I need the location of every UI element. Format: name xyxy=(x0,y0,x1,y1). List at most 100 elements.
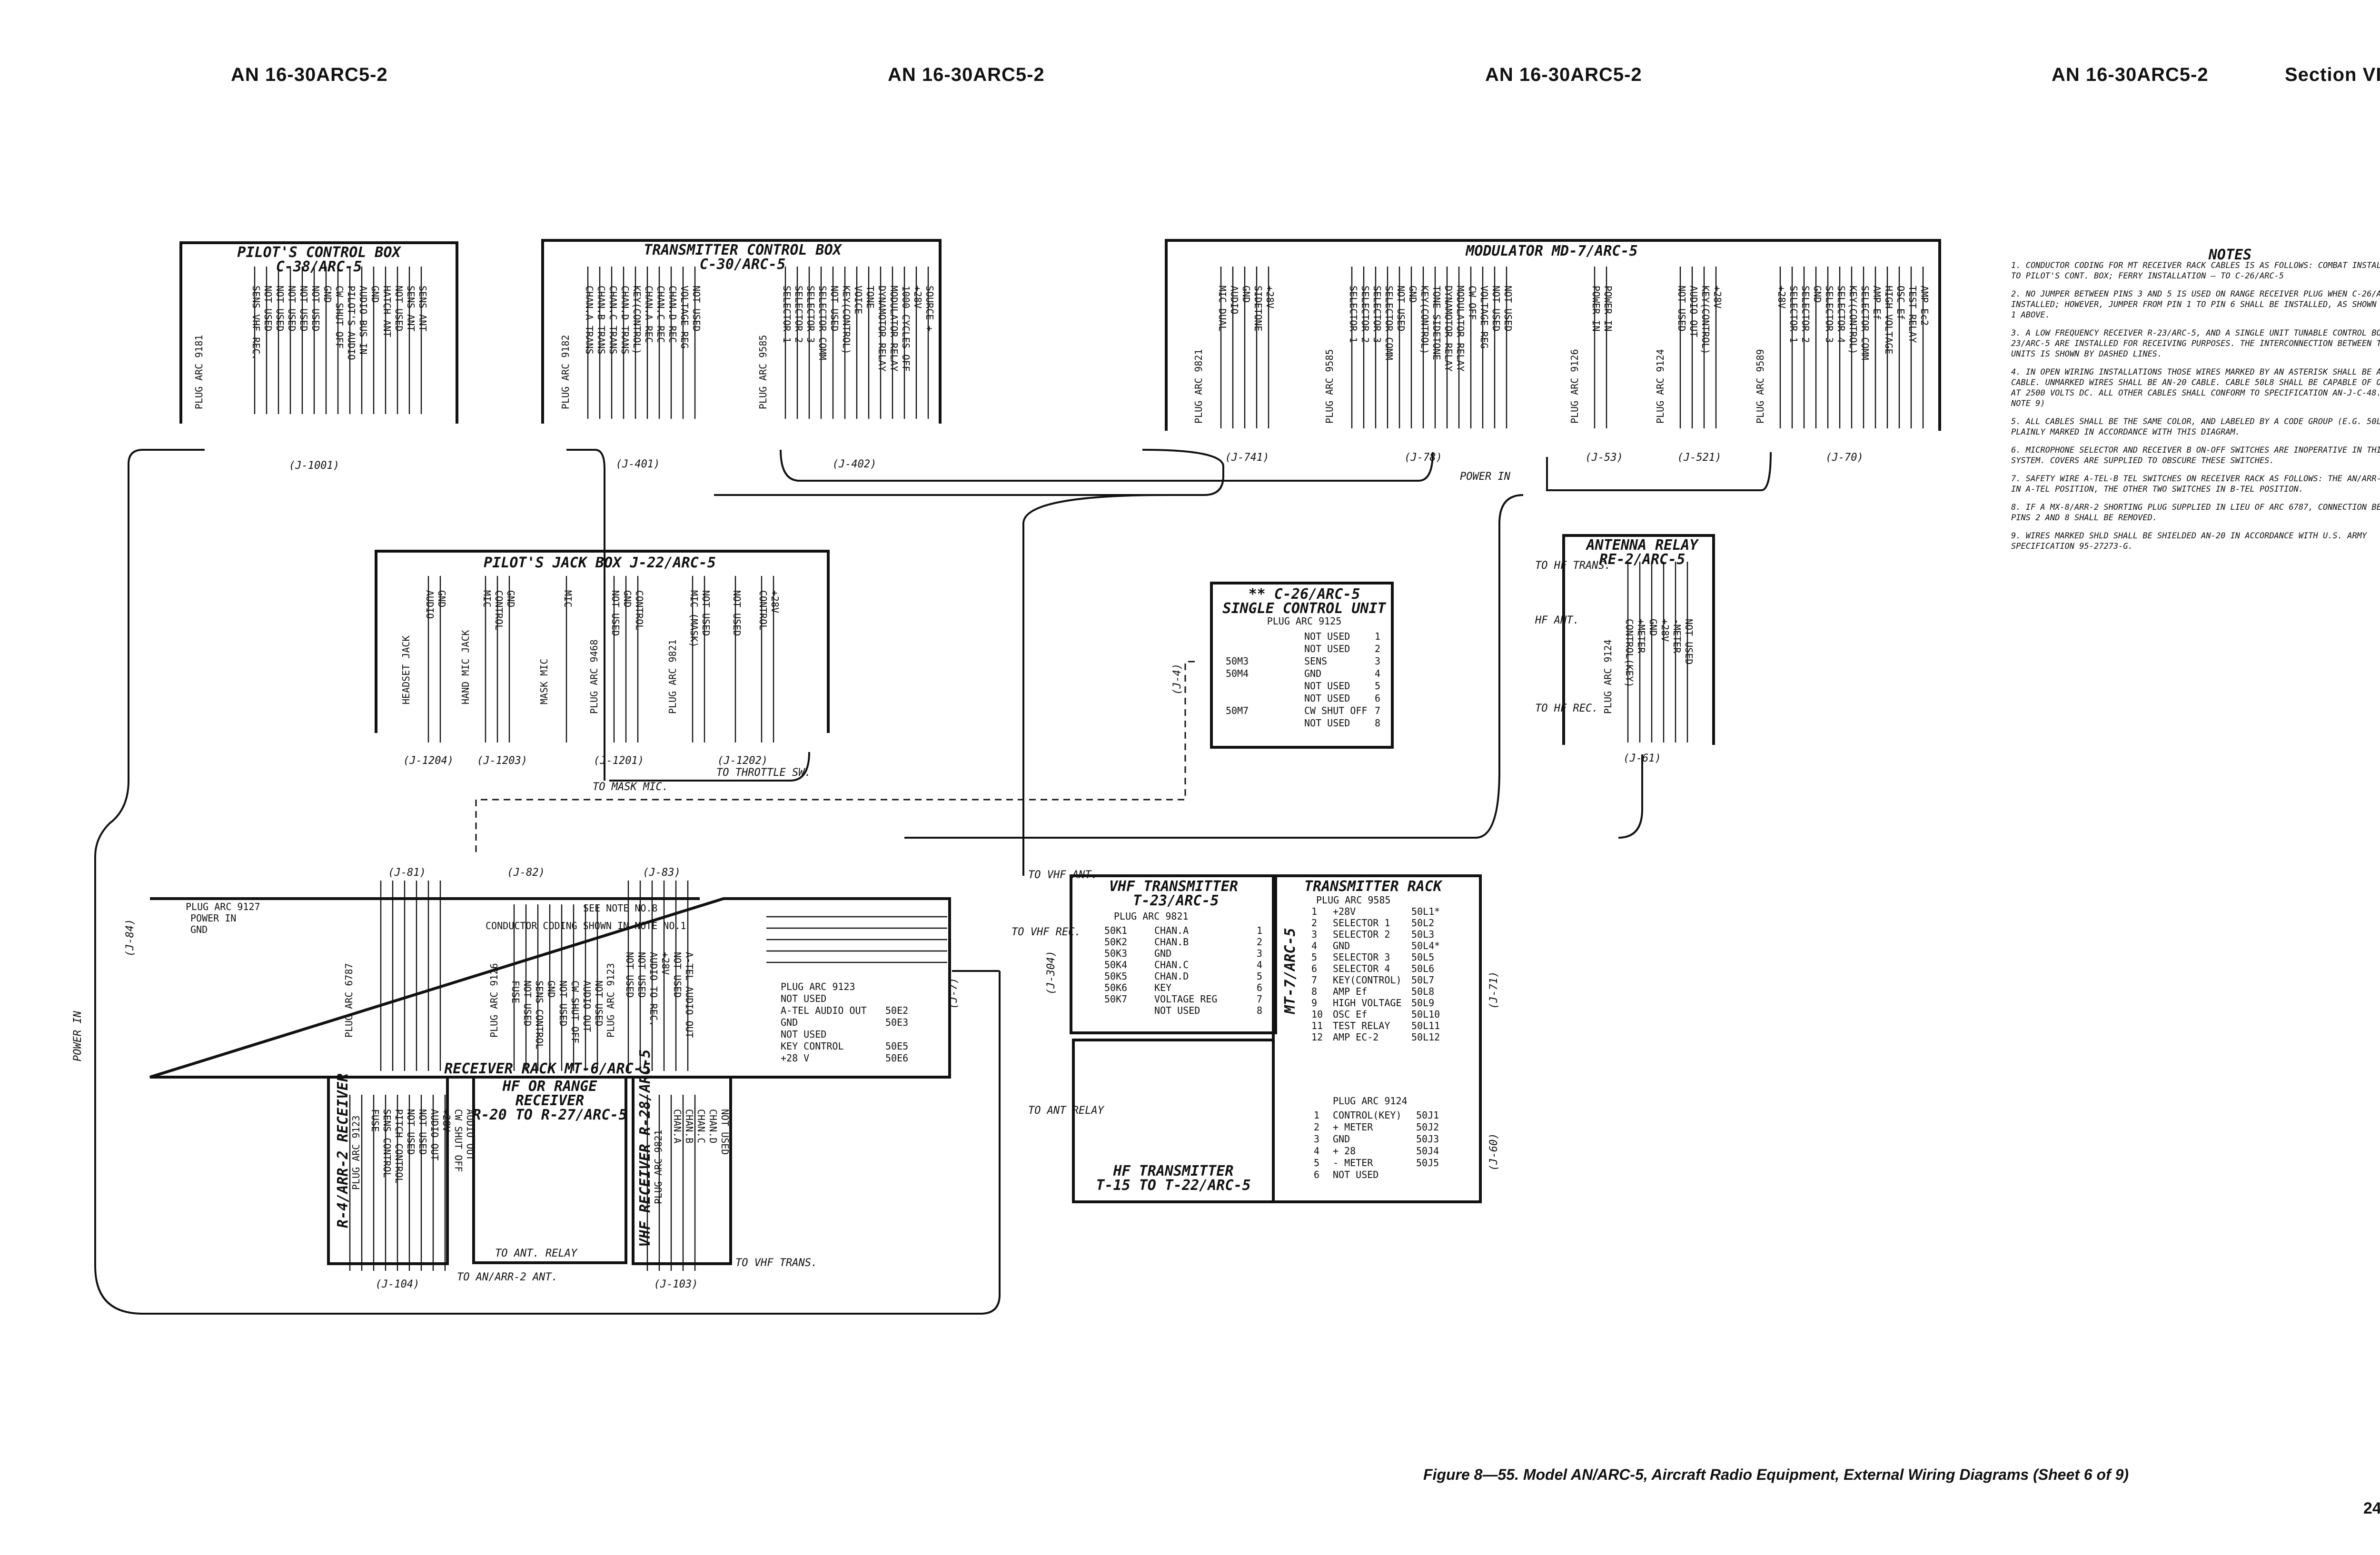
tr1-pin: 7 xyxy=(1311,974,1317,986)
mod-jack-1: (J-741) xyxy=(1225,452,1269,464)
mod1-wire-label: GND xyxy=(1240,286,1252,303)
mod5-wire-label: +28V xyxy=(1776,286,1787,308)
arr-wire-label: SENS CONTROL xyxy=(381,1109,393,1178)
scu-label: GND xyxy=(1304,668,1321,679)
tr1-pin: 9 xyxy=(1311,997,1317,1009)
tr1-code: 50L4* xyxy=(1411,940,1440,951)
antrelay-wire-label: -METER xyxy=(1671,619,1683,654)
arr-wire-label: FUSE xyxy=(369,1109,381,1132)
rr-9126-wires xyxy=(513,904,598,1071)
pcb-wire-label: NOT USED xyxy=(393,286,405,331)
vhfr-wires xyxy=(646,1095,696,1271)
rr-9126-wire-label: FUSE xyxy=(510,981,521,1003)
cable-power-in xyxy=(904,494,1524,839)
tcb2-wire-label: SOURCE + xyxy=(924,286,935,331)
transmitter-rack: TRANSMITTER RACK MT-7/ARC-5 PLUG ARC 958… xyxy=(1282,878,1500,1180)
pjb-to-throttle: TO THROTTLE SW. xyxy=(716,767,811,779)
note-item: 3. A LOW FREQUENCY RECEIVER R-23/ARC-5, … xyxy=(2011,328,2380,359)
vhft-to-vhf-rec: TO VHF REC. xyxy=(1012,926,1081,938)
pcb-wire-label: CW SHUT OFF xyxy=(334,286,345,348)
antenna-relay-outline xyxy=(1562,534,1715,745)
rr-9123-wire-label: A-TEL AUDIO OUT xyxy=(684,952,695,1038)
tr1-label: SELECTOR 3 xyxy=(1333,951,1390,963)
mod4-wire-label: +28V xyxy=(1712,286,1723,308)
tr2-pin: 3 xyxy=(1314,1133,1319,1145)
rr-jack-7: (J-7) xyxy=(948,978,960,1009)
mod2-wire-label: NOT USED xyxy=(1490,286,1502,331)
vhft-label: NOT USED xyxy=(1154,1005,1200,1016)
vhfr-wire-label: NOT USED xyxy=(719,1109,731,1155)
antrelay-to-hf-rec: TO HF REC. xyxy=(1535,703,1598,714)
scu-label: NOT USED xyxy=(1304,693,1350,704)
note-item: 8. IF A MX-8/ARR-2 SHORTING PLUG SUPPLIE… xyxy=(2011,503,2380,523)
vhft-pin: 5 xyxy=(1257,971,1262,982)
scu-pin: 1 xyxy=(1375,631,1380,642)
vhft-pin: 2 xyxy=(1257,936,1262,948)
tcb1-wire-label: CHAN.A REC xyxy=(643,286,654,343)
pcb-wire-label: NOT USED xyxy=(274,286,286,331)
mod5-wire-label: SELECTOR 3 xyxy=(1824,286,1835,343)
vhft-code: 50K2 xyxy=(1104,936,1127,948)
rr-9126-wire-label: SENS CONTROL xyxy=(534,981,545,1050)
vhf-transmitter: VHF TRANSMITTER T-23/ARC-5 PLUG ARC 9821… xyxy=(1012,869,1262,1016)
scu-plug: PLUG ARC 9125 xyxy=(1267,615,1342,627)
scu-label: NOT USED xyxy=(1304,643,1350,654)
tr1-label: SELECTOR 2 xyxy=(1333,929,1390,940)
vhft-code: 50K4 xyxy=(1104,959,1127,971)
rr-plug-6787: PLUG ARC 6787 xyxy=(343,963,355,1038)
note-item: 5. ALL CABLES SHALL BE THE SAME COLOR, A… xyxy=(2011,417,2380,437)
mod2-wire-label: DYNAMOTOR RELAY xyxy=(1443,286,1454,372)
note-item: 4. IN OPEN WIRING INSTALLATIONS THOSE WI… xyxy=(2011,367,2380,408)
pjb-wire-label: GND xyxy=(436,590,447,607)
mod-title: MODULATOR MD-7/ARC-5 xyxy=(1465,243,1637,259)
vhft-label: KEY xyxy=(1154,982,1171,993)
tr1-pin: 11 xyxy=(1311,1020,1323,1031)
vhfr-wire-label: CHAN.A xyxy=(672,1109,683,1143)
vhfr-title: VHF RECEIVER R-28/ARC-5 xyxy=(637,1050,654,1247)
arr-wire-label: NOT USED xyxy=(405,1109,416,1155)
pcb-wire-label: SENS ANT xyxy=(417,286,428,331)
antrelay-wire-label: CONTROL(KEY) xyxy=(1624,619,1635,688)
hf-receiver: HF OR RANGE RECEIVER R-20 TO R-27/ARC-5 xyxy=(472,1078,627,1123)
rr-jack-82: (J-82) xyxy=(507,867,545,879)
arr-jack: (J-104) xyxy=(376,1278,420,1290)
rr-9126-wire-label: NOT USED xyxy=(522,981,533,1026)
tcb2-wire-label: KEY(CONTROL) xyxy=(841,286,852,355)
scu-label: NOT USED xyxy=(1304,631,1350,642)
hft-subtitle: T-15 TO T-22/ARC-5 xyxy=(1096,1177,1250,1194)
vhft-label: VOLTAGE REG xyxy=(1154,993,1217,1005)
pcb-jack: (J-1001) xyxy=(289,460,339,472)
pjb-jack-3: (J-1201) xyxy=(594,755,644,767)
antrelay-wire-label: +28V xyxy=(1659,619,1671,642)
receiver-rack-outline xyxy=(149,897,951,1079)
tcb-plug1-label: PLUG ARC 9182 xyxy=(560,335,571,409)
tcb2-wire-label: 1000 CYCLES OFF xyxy=(900,286,912,372)
tcb2-wires xyxy=(784,267,929,419)
rr-plug-9123: PLUG ARC 9123 xyxy=(605,963,616,1038)
tr1-pin: 10 xyxy=(1311,1009,1323,1020)
vhft-code: 50K5 xyxy=(1104,971,1127,982)
mod1-wire-label: MIC DUAL xyxy=(1217,286,1228,331)
pjb-to-mask-mic: TO MASK MIC. xyxy=(593,781,668,793)
tr1-pin: 8 xyxy=(1311,986,1317,997)
tr1-code: 50L3 xyxy=(1411,929,1434,940)
mod2-wire-label: SELECTOR COMM xyxy=(1383,286,1395,360)
receiver-rack: RECEIVER RACK MT-6/ARC-5 PLUG ARC 9127 P… xyxy=(72,867,960,1077)
vhfr-jack: (J-103) xyxy=(654,1278,698,1290)
mod1-wires xyxy=(1220,267,1269,428)
rr-9123-wire-label: NOT USED xyxy=(672,952,683,998)
mod2-wire-label: CW OFF xyxy=(1467,286,1478,320)
tr1-label: KEY(CONTROL) xyxy=(1333,974,1402,986)
ar-receiver-outline xyxy=(327,1077,449,1265)
figure-caption: Figure 8—55. Model AN/ARC-5, Aircraft Ra… xyxy=(1423,1466,2129,1483)
mod3-wire-label: POWER IN xyxy=(1602,286,1614,331)
mod-jack-4: (J-521) xyxy=(1677,452,1722,464)
mod-jack-3: (J-53) xyxy=(1585,452,1623,464)
modulator: MODULATOR MD-7/ARC-5 PLUG ARC 9821 PLUG … xyxy=(1193,243,1930,483)
vhfr-plug: PLUG ARC 9821 xyxy=(653,1129,664,1204)
scu-pin: 8 xyxy=(1375,717,1380,729)
tcb2-wire-label: SELECTOR 2 xyxy=(793,286,804,343)
pcb-wire-label: GND xyxy=(369,286,381,303)
pjb-wire-label: CONTROL xyxy=(634,590,645,630)
tcb2-wire-label: VOICE xyxy=(853,286,864,314)
